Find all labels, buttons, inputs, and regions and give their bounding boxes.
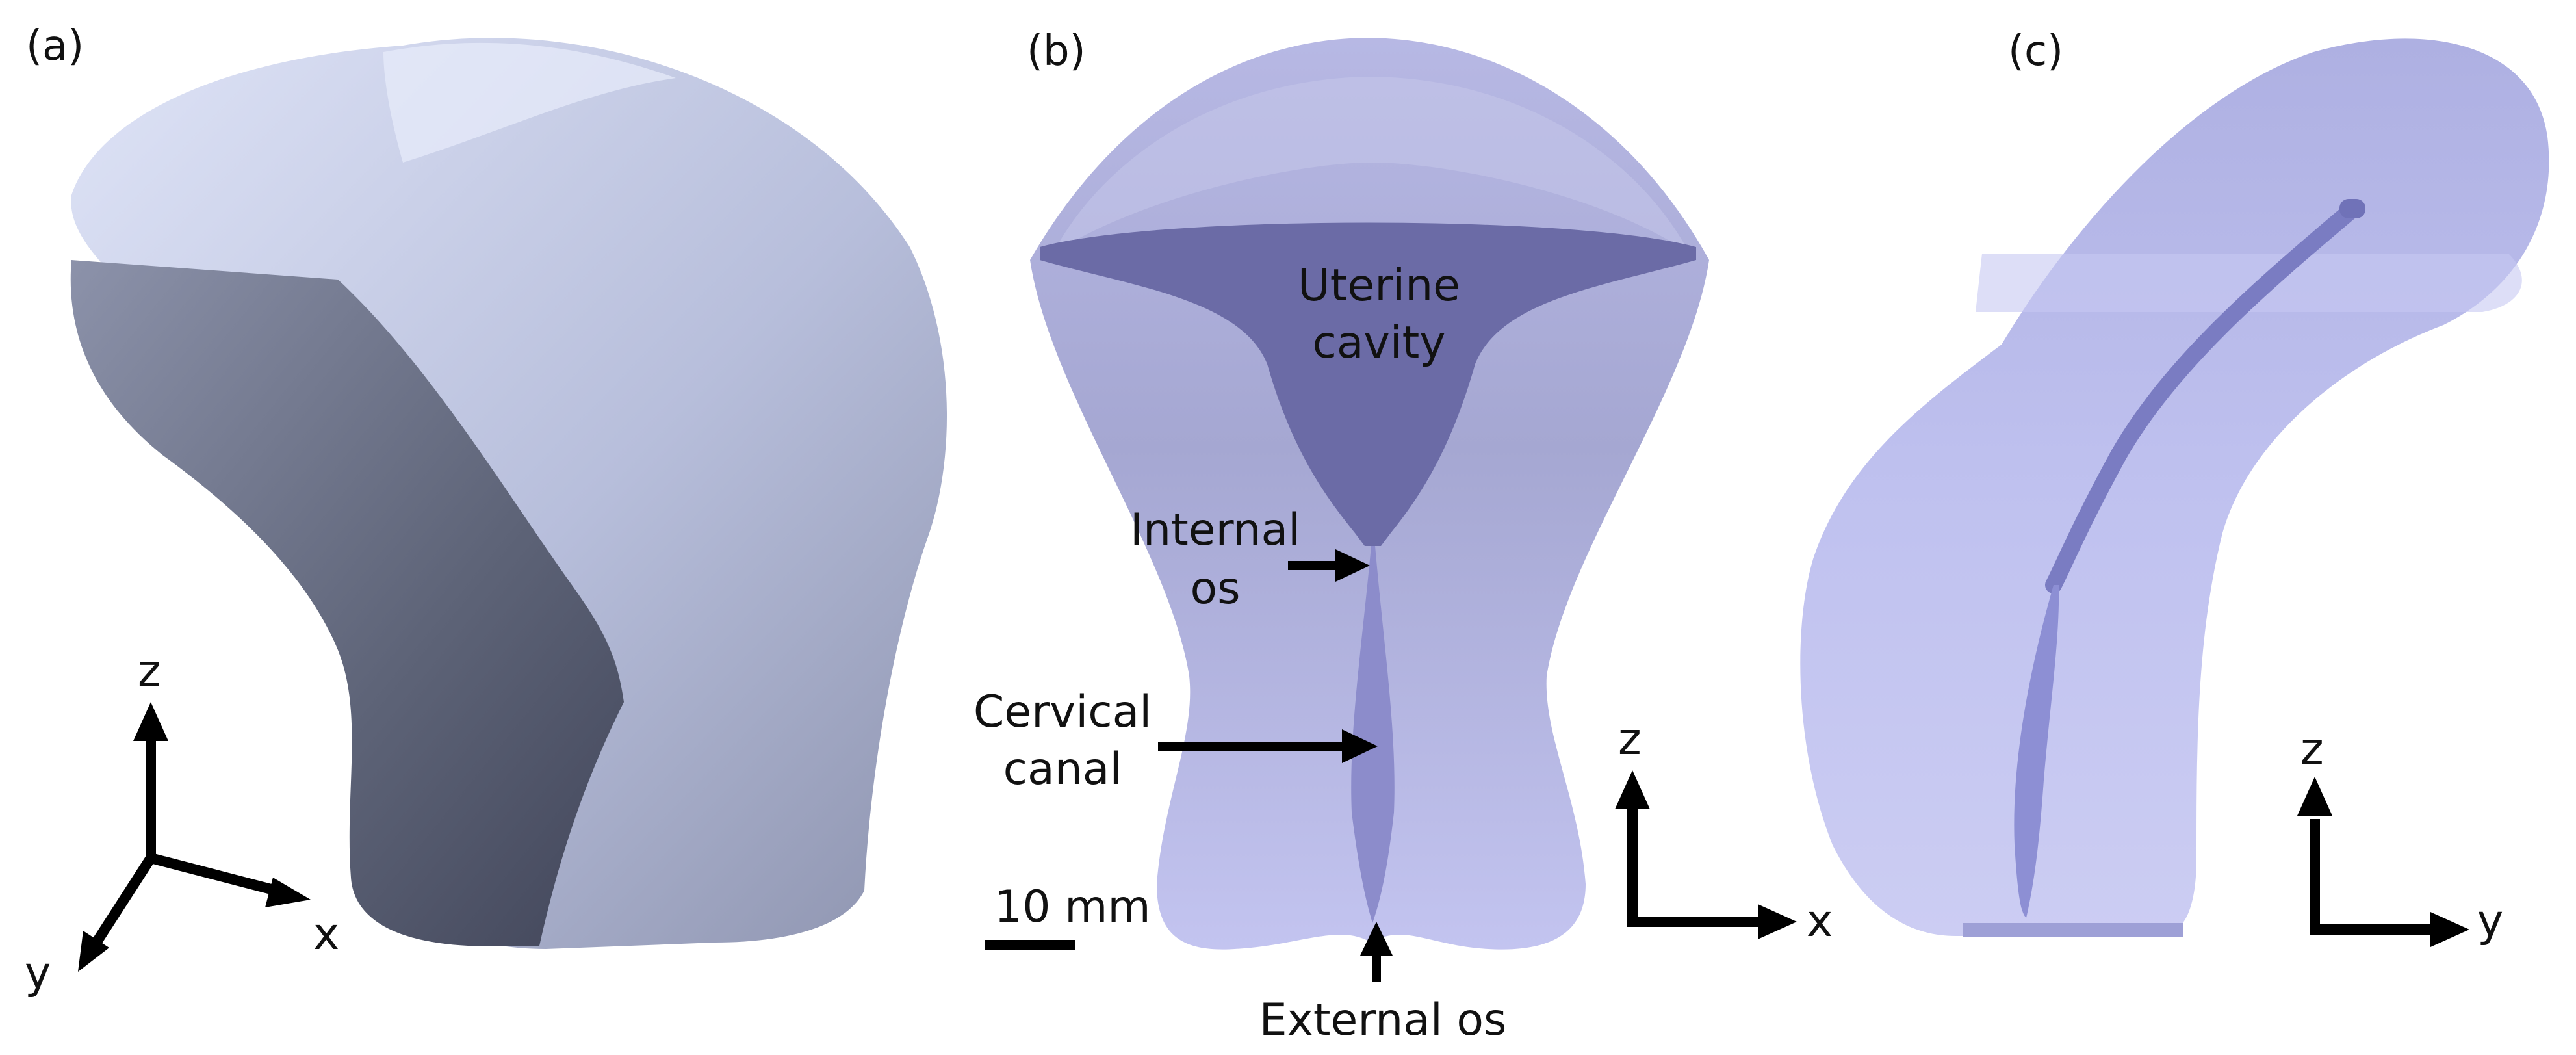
cavity-end-cap	[2339, 199, 2365, 218]
axis-a-z-label: z	[138, 645, 161, 697]
cervical-canal-side	[2014, 585, 2059, 918]
axis-c-y-label: y	[2477, 896, 2503, 947]
panel-label-a: (a)	[26, 22, 84, 70]
panel-a-solid-model	[70, 38, 947, 949]
axis-c-z-label: z	[2300, 723, 2324, 775]
base-strip	[1963, 923, 2183, 937]
axis-pair-b	[1627, 806, 1761, 927]
cervical-canal-shape	[1351, 546, 1395, 923]
arrow-external-os	[1360, 922, 1393, 982]
upper-plane-band	[1976, 254, 2522, 312]
uterus-body-side	[1800, 38, 2549, 936]
scale-bar-label: 10 mm	[994, 881, 1151, 933]
axis-triad-a	[78, 702, 311, 972]
panel-label-b: (b)	[1027, 27, 1086, 75]
panel-c-translucent-model	[1800, 38, 2549, 937]
uterine-cavity-shape	[1040, 222, 1696, 546]
axis-c-z-arrowhead	[2297, 777, 2332, 816]
axis-pair-c	[2310, 819, 2434, 935]
arrow-cervical-canal	[1158, 729, 1378, 763]
axis-a-y-label: y	[25, 948, 51, 999]
axis-b-x-arrowhead	[1758, 904, 1797, 939]
panel-label-c: (c)	[2008, 27, 2063, 75]
solid-model-front-face	[71, 38, 947, 949]
uterine-cavity-side	[2045, 201, 2361, 593]
label-external-os: External os	[1259, 995, 1507, 1046]
label-cervical-canal-line2: canal	[1003, 744, 1122, 795]
label-internal-os-line2: os	[1190, 563, 1240, 614]
panel-b-translucent-model	[1030, 38, 1709, 950]
axis-b-z-label: z	[1618, 714, 1642, 765]
label-internal-os-line1: Internal	[1130, 504, 1300, 556]
label-uterine-cavity-line1: Uterine	[1298, 260, 1460, 311]
solid-model-top-highlight	[383, 42, 676, 163]
axis-a-x-label: x	[313, 909, 339, 960]
axis-b-x-label: x	[1807, 896, 1833, 947]
axis-c-y-arrowhead	[2430, 912, 2469, 947]
arrow-internal-os	[1288, 549, 1370, 582]
fundus-cap	[1053, 77, 1690, 254]
solid-model-side-face	[70, 260, 625, 946]
label-uterine-cavity-line2: cavity	[1312, 317, 1445, 369]
label-cervical-canal-line1: Cervical	[973, 686, 1152, 738]
axis-b-z-arrowhead	[1615, 770, 1650, 809]
